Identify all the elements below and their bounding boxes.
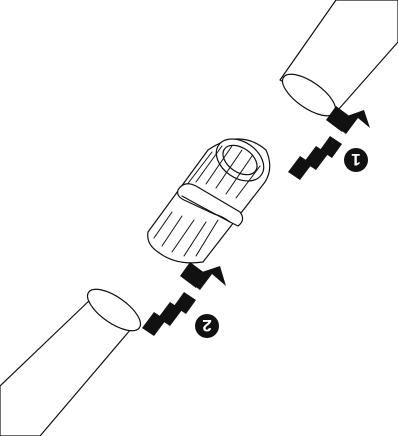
step-2-label: 2 bbox=[202, 316, 211, 335]
step-1-label: 1 bbox=[351, 150, 360, 169]
lower-tube bbox=[0, 288, 142, 436]
step-2-circle bbox=[195, 314, 219, 338]
arrow-step-2 bbox=[142, 262, 226, 336]
step-1-circle bbox=[344, 148, 368, 172]
step-2-badge: 2 bbox=[195, 314, 219, 338]
step-1-badge: 1 bbox=[344, 148, 368, 172]
arrow-step-1 bbox=[288, 106, 370, 180]
upper-tube bbox=[279, 0, 398, 117]
connector-coupling bbox=[147, 138, 271, 264]
